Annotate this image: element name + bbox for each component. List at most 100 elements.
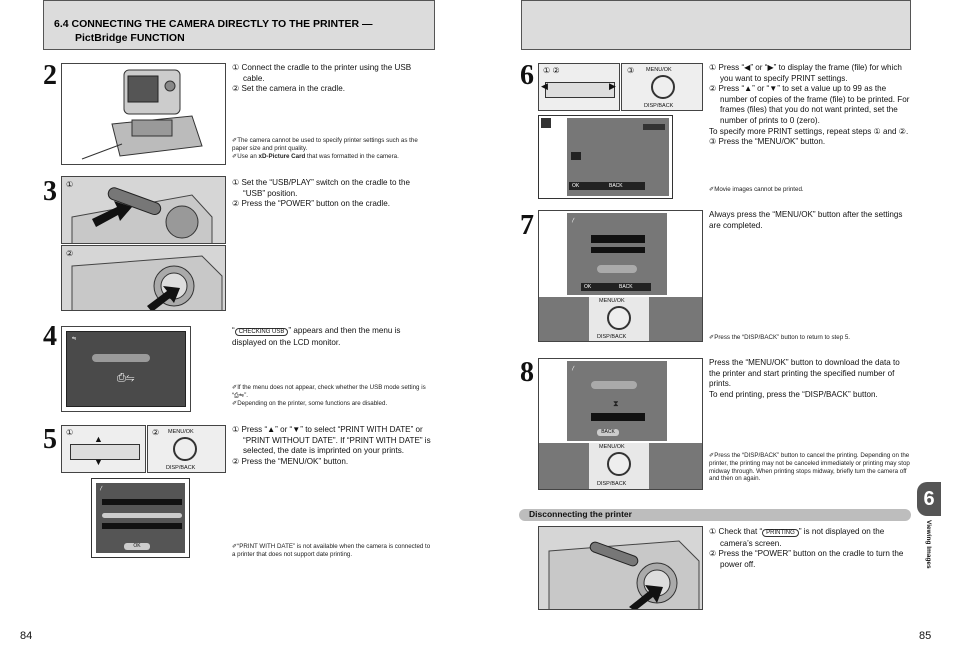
step2-text2: ② Set the camera in the cradle. xyxy=(232,84,345,94)
menu-ok-label: MENU/OK xyxy=(599,298,625,304)
back-guide: BACK xyxy=(619,284,633,290)
step5-text2: ② Press the “MENU/OK” button. xyxy=(232,456,349,466)
fig-label-1: ① xyxy=(66,428,74,437)
usb-switch-illustration: ① xyxy=(61,176,226,244)
step2-instructions: ① Connect the cradle to the printer usin… xyxy=(232,63,434,95)
disconnect-text1: ① Check that “PRINTING” is not displayed… xyxy=(709,527,885,548)
menu-line-selected xyxy=(102,513,182,518)
ok-guide: OK xyxy=(572,183,580,189)
note-icon: ✐ xyxy=(232,152,238,160)
step-number-6: 6 xyxy=(520,60,534,91)
disconnect-text2: ② Press the “POWER” button on the cradle… xyxy=(709,549,904,569)
step4-notes: ✐If the menu does not appear, check whet… xyxy=(232,384,434,407)
button-guide-bar: OK BACK xyxy=(581,283,651,291)
step7-notes: ✐Press the “DISP/BACK” button to return … xyxy=(709,334,911,342)
fig-label-1: ① xyxy=(66,180,74,189)
step2-text1: ① Connect the cradle to the printer usin… xyxy=(232,63,412,83)
step7-note1: ✐Press the “DISP/BACK” button to return … xyxy=(709,334,851,341)
note-icon: ✐ xyxy=(709,186,715,193)
arrow-pad-illustration-6: ① ② ◀ ▶ xyxy=(538,63,620,111)
note-icon: ✐ xyxy=(232,137,238,144)
printing-badge: PRINTING xyxy=(762,529,799,537)
disconnect-header: Disconnecting the printer xyxy=(519,509,911,521)
menu-line-1 xyxy=(102,499,182,505)
section-header: 6.4 CONNECTING THE CAMERA DIRECTLY TO TH… xyxy=(43,0,435,50)
step-number-2: 2 xyxy=(43,60,57,91)
disp-back-label: DISP/BACK xyxy=(597,334,627,340)
step2-note2: ✐Use an xD-Picture Card that was formatt… xyxy=(232,152,399,160)
step-number-4: 4 xyxy=(43,321,57,352)
step3-instructions: ① Set the “USB/PLAY” switch on the cradl… xyxy=(232,178,434,210)
section-title-line2: PictBridge FUNCTION xyxy=(75,32,185,44)
note-icon: ✐ xyxy=(232,384,238,391)
menu-ok-button xyxy=(651,75,675,99)
checking-usb-bar xyxy=(92,354,150,362)
disp-back-label: DISP/BACK xyxy=(597,481,627,487)
step6-text4: ③ Press the “MENU/OK” button. xyxy=(709,137,826,147)
menu-ok-label: MENU/OK xyxy=(168,429,194,435)
menu-ok-illustration: ② MENU/OK DISP/BACK xyxy=(147,425,226,473)
hourglass-icon: ⧗ xyxy=(613,399,619,408)
lcd-screen-illustration: ⇋ ⎙⇋ xyxy=(61,326,191,412)
right-arrow-icon: ▶ xyxy=(609,81,616,91)
frame-select-lcd: OK BACK xyxy=(567,118,669,196)
step4-note1: ✐If the menu does not appear, check whet… xyxy=(232,384,426,399)
frame-counter xyxy=(643,124,665,130)
step4-note2: ✐Depending on the printer, some function… xyxy=(232,399,388,407)
arrow-pad xyxy=(545,82,615,98)
progress-line xyxy=(591,413,645,421)
fig-label-2: ② xyxy=(66,249,74,258)
step8-notes: ✐Press the “DISP/BACK” button to cancel … xyxy=(709,452,911,483)
step6-text3: To specify more PRINT settings, repeat s… xyxy=(709,126,909,136)
step8-text2: To end printing, press the “DISP/BACK” b… xyxy=(709,389,878,399)
confirm-line-2 xyxy=(591,247,645,253)
back-guide: BACK xyxy=(609,183,623,189)
step6-notes: ✐Movie images cannot be printed. xyxy=(709,186,911,194)
note-icon: ✐ xyxy=(232,543,238,550)
step3-text1: ① Set the “USB/PLAY” switch on the cradl… xyxy=(232,178,411,198)
step7-text1: Always press the “MENU/OK” button after … xyxy=(709,210,903,230)
checking-usb-badge: CHECKING USB xyxy=(234,328,289,336)
usb-switch-drawing xyxy=(71,187,213,243)
down-arrow-icon: ▼ xyxy=(94,457,103,467)
step2-note1: ✐The camera cannot be used to specify pr… xyxy=(232,137,418,152)
step8-instructions: Press the “MENU/OK” button to download t… xyxy=(709,358,911,400)
printing-lcd: 〳 ⧗ BACK xyxy=(567,361,667,441)
power-button-drawing xyxy=(71,255,223,310)
pictbridge-mark-icon: 〳 xyxy=(571,366,577,372)
menu-ok-button xyxy=(607,306,631,330)
chapter-tab: 6 xyxy=(917,482,941,516)
pictbridge-mark-icon: 〳 xyxy=(99,486,105,492)
note-icon: ✐ xyxy=(232,399,238,407)
copies-indicator xyxy=(571,152,581,160)
page-number-right: 85 xyxy=(919,630,932,642)
note-icon: ✐ xyxy=(709,452,715,459)
pictbridge-mark-icon xyxy=(541,118,551,128)
menu-line-2 xyxy=(102,523,182,529)
print-date-lcd: 〳 OK xyxy=(91,478,190,558)
menu-ok-button xyxy=(607,452,631,476)
page-number-left: 84 xyxy=(20,630,33,642)
arrow-pad xyxy=(70,444,140,460)
printing-bar xyxy=(591,381,637,389)
step6-instructions: ① Press “◀” or “▶” to display the frame … xyxy=(709,63,911,148)
section-title-line1: 6.4 CONNECTING THE CAMERA DIRECTLY TO TH… xyxy=(54,18,373,30)
confirm-line-1 xyxy=(591,235,645,243)
step7-instructions: Always press the “MENU/OK” button after … xyxy=(709,210,911,231)
step4-instructions: “CHECKING USB” appears and then the menu… xyxy=(232,326,434,348)
camera-in-cradle-drawing xyxy=(81,69,203,160)
menu-ok-label: MENU/OK xyxy=(646,67,672,73)
section-header-right xyxy=(521,0,911,50)
cradle-camera-illustration xyxy=(61,63,226,165)
step8-illustration: 〳 ⧗ BACK MENU/OK DISP/BACK xyxy=(538,358,703,490)
step5-notes: ✐“PRINT WITH DATE” is not available when… xyxy=(232,543,434,559)
disp-back-label: DISP/BACK xyxy=(644,103,674,109)
disp-back-label: DISP/BACK xyxy=(166,465,196,471)
step5-text1: ① Press “▲” or “▼” to select “PRINT WITH… xyxy=(232,425,431,456)
menu-ok-button xyxy=(173,437,197,461)
step6-text1: ① Press “◀” or “▶” to display the frame … xyxy=(709,63,902,83)
step5-note1: ✐“PRINT WITH DATE” is not available when… xyxy=(232,543,431,558)
note-icon: ✐ xyxy=(709,334,715,341)
usb-icon: ⇋ xyxy=(72,336,77,342)
button-guide-bar: OK BACK xyxy=(569,182,645,190)
